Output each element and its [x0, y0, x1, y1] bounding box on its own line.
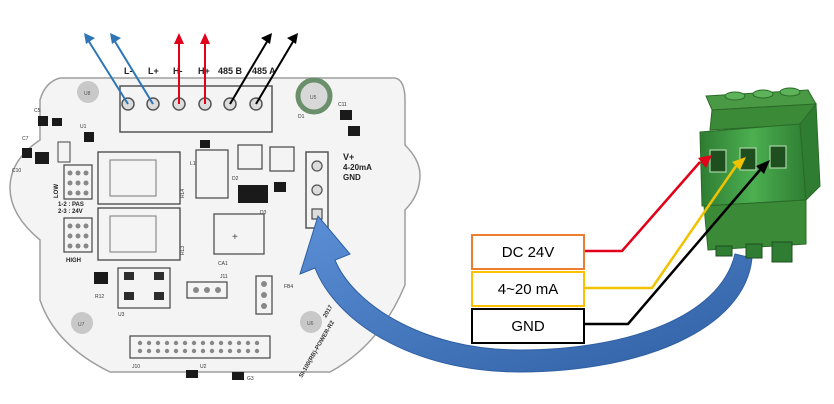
terminal-label-485a: 485 A	[252, 66, 276, 76]
ca1-plus-sign: +	[232, 232, 238, 243]
chip-g3	[232, 372, 244, 380]
relay-rl3	[97, 151, 181, 205]
legend-wires	[584, 155, 770, 326]
terminal-label-l-plus: L+	[148, 66, 159, 76]
arrow-485b	[229, 39, 269, 105]
diode-d3	[238, 185, 268, 203]
diode-d2	[237, 144, 263, 170]
legend-box-4-20ma: 4~20 mA	[471, 271, 585, 307]
header-j9	[129, 335, 271, 359]
ref-u5: U5	[310, 95, 317, 101]
sensor-label-current: 4-20mA	[343, 163, 372, 172]
ref-d1: D1	[298, 114, 305, 120]
ref-c5: C5	[34, 108, 41, 114]
ref-ca1: CA1	[218, 261, 228, 267]
ref-fb4: FB4	[284, 284, 293, 290]
ref-d2: D2	[232, 176, 239, 182]
mount-hole-u8	[77, 81, 99, 103]
arrow-l-plus	[113, 39, 154, 105]
ref-c10: C10	[12, 168, 21, 174]
ref-l1: L1	[190, 161, 196, 167]
ref-j10: J11	[220, 274, 228, 280]
ref-r7: R12	[95, 294, 104, 300]
jumper-j7-high	[63, 217, 93, 253]
arrow-485a	[255, 39, 295, 105]
ref-u7: U7	[78, 322, 85, 328]
jumper-label-low: LOW	[54, 184, 60, 198]
left-components	[22, 116, 94, 164]
jumper-j5-low	[63, 164, 93, 200]
sensor-label-vplus: V+	[343, 152, 354, 162]
small-chip-c3	[200, 140, 210, 148]
ref-g3: G3	[247, 376, 254, 382]
ref-u1: U1	[80, 124, 87, 130]
ref-j9: J10	[132, 364, 140, 370]
ref-c11: C11	[338, 102, 347, 108]
header-j9-pins	[137, 340, 260, 354]
terminal-arrows	[84, 33, 298, 105]
header-j11	[255, 275, 273, 315]
chip-fb2	[348, 126, 360, 136]
mount-hole-u5	[295, 77, 333, 115]
wire-dc24v	[584, 161, 701, 253]
chip-u2	[186, 370, 198, 378]
sensor-label-gnd: GND	[343, 173, 361, 182]
legend-box-gnd: GND	[471, 308, 585, 344]
wire-4-20ma	[584, 165, 738, 290]
legend-box-dc24v: DC 24V	[471, 234, 585, 270]
header-j10	[186, 281, 228, 299]
wire-gnd	[584, 169, 761, 326]
pcb-board: L- L+ H- H+ 485 B 485 A U8 U5 U7 U6 RL4 …	[9, 66, 421, 382]
legend-label-gnd: GND	[511, 317, 545, 335]
mount-hole-u7	[71, 312, 93, 334]
ref-d3: D3	[260, 210, 267, 216]
terminal-label-l-minus: L-	[124, 66, 133, 76]
terminal-label-h-minus: H-	[173, 66, 183, 76]
diode-d1	[269, 146, 295, 172]
chip-c11	[340, 110, 352, 120]
connection-curved-arrow	[299, 214, 753, 373]
relay-rl4	[97, 207, 181, 261]
terminal-block	[119, 85, 273, 133]
jumper-label-mode-b: 2-3 : 24V	[58, 209, 83, 215]
capacitor-ca1	[213, 213, 265, 255]
ref-u6: U6	[307, 321, 314, 327]
ref-u8: U8	[84, 91, 91, 97]
ic-u3	[117, 267, 171, 309]
jumper-label-mode-a: 1-2 : PAS	[58, 202, 84, 208]
legend-label-4-20ma: 4~20 mA	[497, 280, 559, 298]
terminal-label-485b: 485 B	[218, 66, 243, 76]
green-terminal-connector	[699, 87, 821, 263]
legend-label-dc24v: DC 24V	[501, 243, 555, 261]
inductor-l1	[195, 149, 229, 199]
ref-u2: U2	[200, 364, 207, 370]
ref-c7: C7	[22, 136, 29, 142]
mount-hole-u6	[300, 311, 322, 333]
ref-rl4: RL3	[180, 246, 186, 255]
resistor-r7	[94, 272, 108, 284]
arrow-l-minus	[87, 39, 129, 105]
ref-rl3: RL4	[180, 189, 186, 198]
ref-u3: U3	[118, 312, 125, 318]
terminal-label-h-plus: H+	[198, 66, 210, 76]
small-chip-c2	[274, 182, 286, 192]
jumper-label-high: HIGH	[66, 258, 81, 264]
